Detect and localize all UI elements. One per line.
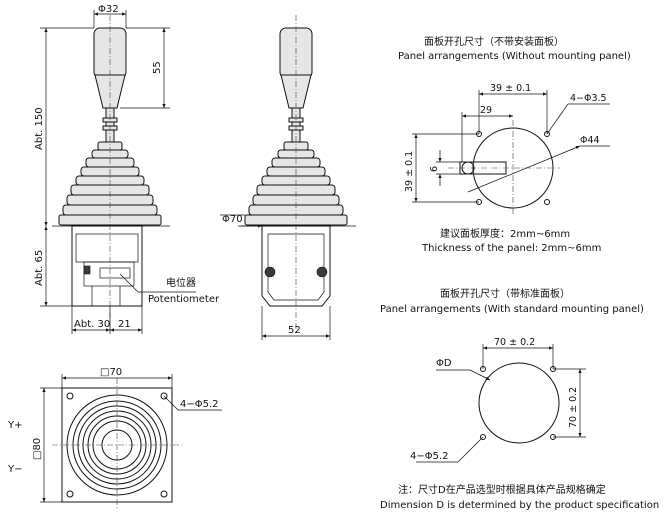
front-body — [261, 225, 331, 307]
height-above-panel-label: Abt. 150 — [34, 107, 45, 150]
panel-with-mounting: 面板开孔尺寸（带标准面板） Panel arrangements (With s… — [380, 287, 644, 463]
height-below-panel-label: Abt. 65 — [34, 250, 45, 286]
panel-without-title-cn: 面板开孔尺寸（不带安装面板） — [424, 35, 564, 48]
panel-with-hole-spacing-v: 70 ± 0.2 — [568, 387, 579, 428]
top-view: □70 4−Φ5.2 □80 Y+ Y− — [7, 367, 222, 510]
potentiometer-label-en: Potentiometer — [148, 294, 220, 305]
top-square-width-label: □70 — [100, 367, 122, 378]
panel-without-mounting: 面板开孔尺寸（不带安装面板） Panel arrangements (Witho… — [398, 35, 631, 254]
panel-with-holes: 4−Φ5.2 — [410, 451, 449, 462]
screw-right — [316, 266, 328, 278]
panel-thickness-cn: 建议面板厚度：2mm~6mm — [440, 227, 570, 240]
panel-with-title-en: Panel arrangements (With standard mounti… — [380, 304, 644, 315]
panel-without-holes: 4−Φ3.5 — [570, 93, 607, 104]
panel-without-cutout: Φ44 — [580, 135, 600, 146]
body-width-label: 52 — [288, 325, 301, 336]
note-cn: 注：尺寸D在产品选型时根据具体产品规格确定 — [398, 483, 606, 496]
mount-hole-br — [160, 490, 168, 498]
screw-left — [264, 266, 276, 278]
handle-neck — [94, 74, 126, 109]
top-square-height-label: □80 — [32, 438, 43, 460]
cutout-d — [478, 362, 560, 444]
panel-without-offset-29: 29 — [480, 105, 492, 116]
mechanism-body — [71, 225, 143, 307]
panel-with-hole-spacing-h: 70 ± 0.2 — [494, 337, 535, 348]
potentiometer-label-cn: 电位器 — [166, 276, 196, 289]
panel-thickness-en: Thickness of the panel: 2mm~6mm — [421, 243, 601, 254]
panel-with-title-cn: 面板开孔尺寸（带标准面板） — [440, 287, 570, 300]
axis-y-plus-label: Y+ — [7, 420, 23, 431]
bottom-depth-label: Abt. 30 — [74, 319, 110, 330]
panel-without-hole-spacing-h: 39 ± 0.1 — [490, 83, 531, 94]
mount-hole-tl — [66, 392, 74, 400]
boot-diameter-label: Φ70 — [222, 214, 243, 225]
mount-hole-tr — [160, 392, 168, 400]
front-view: Φ70 52 — [220, 15, 356, 340]
panel-with-cutout: ΦD — [436, 358, 452, 369]
axis-y-minus-label: Y− — [7, 464, 23, 475]
handle-height-label: 55 — [152, 61, 163, 74]
panel-without-slot-width: 6 — [429, 166, 440, 172]
handle-diameter-label: Φ32 — [98, 4, 119, 15]
side-view: Φ32 55 Abt. 150 Abt. 65 Abt. 30 21 电位器 P… — [34, 4, 220, 334]
panel-without-hole-spacing-v: 39 ± 0.1 — [404, 151, 415, 192]
panel-hole-br — [544, 199, 550, 205]
top-holes-label: 4−Φ5.2 — [180, 399, 219, 410]
bottom-offset-label: 21 — [118, 319, 131, 330]
note-en: Dimension D is determined by the product… — [380, 500, 659, 511]
mount-hole-bl — [66, 490, 74, 498]
std-hole-bl — [480, 434, 486, 440]
panel-without-title-en: Panel arrangements (Without mounting pan… — [398, 51, 631, 62]
